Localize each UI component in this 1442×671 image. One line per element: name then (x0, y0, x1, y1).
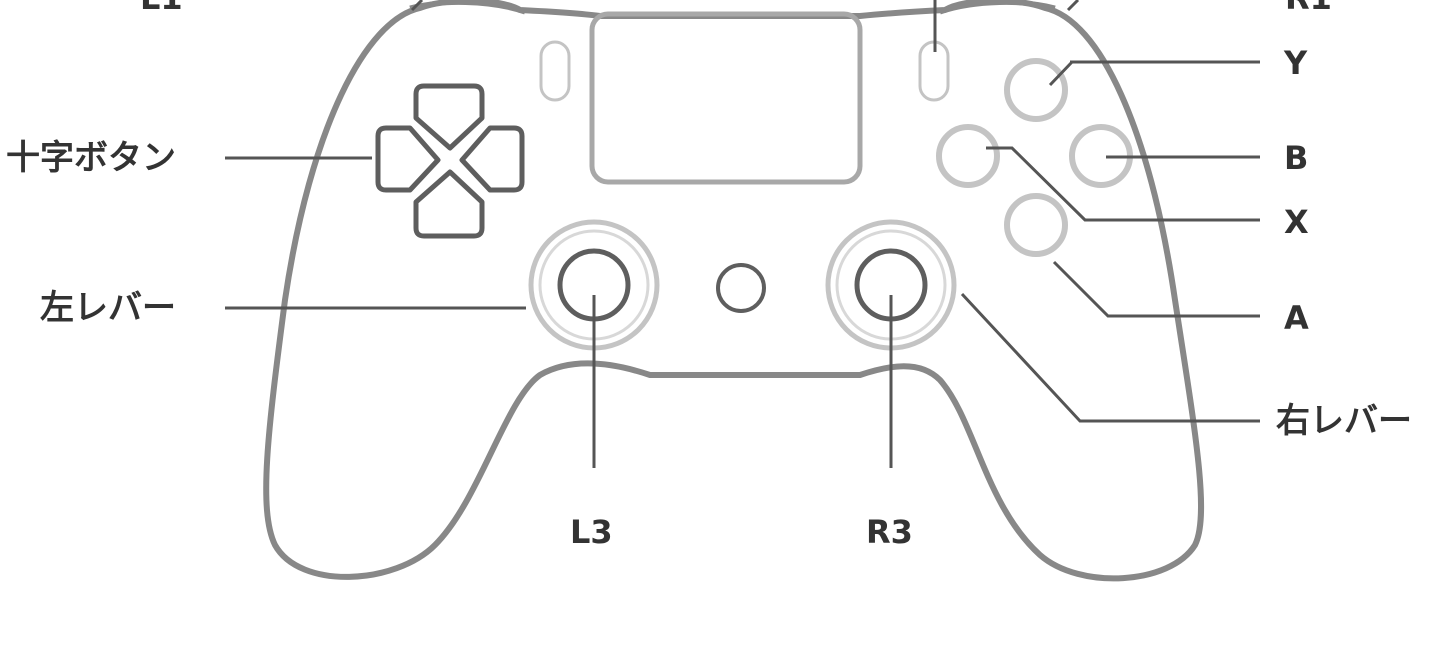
label-r1: R1 (1285, 0, 1332, 14)
right-shoulder-edge (939, 0, 1056, 15)
label-left-stick: 左レバー (40, 288, 176, 328)
dpad-up[interactable] (413, 83, 485, 151)
leader-line-l1 (410, 0, 424, 12)
label-dpad: 十字ボタン (6, 138, 176, 178)
share-button[interactable] (539, 40, 571, 102)
label-b: B (1284, 139, 1309, 177)
label-right-stick: 右レバー (1276, 401, 1412, 441)
face-button-y[interactable] (1004, 58, 1068, 122)
dpad-right[interactable] (459, 125, 525, 193)
face-button-x[interactable] (936, 124, 1000, 188)
face-button-a[interactable] (1004, 193, 1068, 257)
label-x: X (1284, 203, 1309, 241)
leader-line-x (986, 146, 1260, 222)
dpad-left[interactable] (375, 125, 441, 193)
label-y: Y (1284, 44, 1308, 82)
leader-line-r1 (1066, 0, 1080, 12)
label-l1: L1 (140, 0, 183, 14)
left-shoulder-edge (409, 0, 526, 15)
home-button[interactable] (716, 263, 766, 313)
controller-body-outline (263, 0, 1205, 582)
dpad[interactable] (375, 83, 525, 239)
leader-line-right-stick (960, 292, 1260, 423)
leader-line-a (1052, 260, 1260, 318)
label-a: A (1284, 299, 1309, 337)
dpad-down[interactable] (413, 169, 485, 239)
label-r3: R3 (866, 513, 913, 551)
label-l3: L3 (570, 513, 613, 551)
touchpad[interactable] (589, 11, 863, 185)
leader-line-y (1048, 60, 1074, 87)
